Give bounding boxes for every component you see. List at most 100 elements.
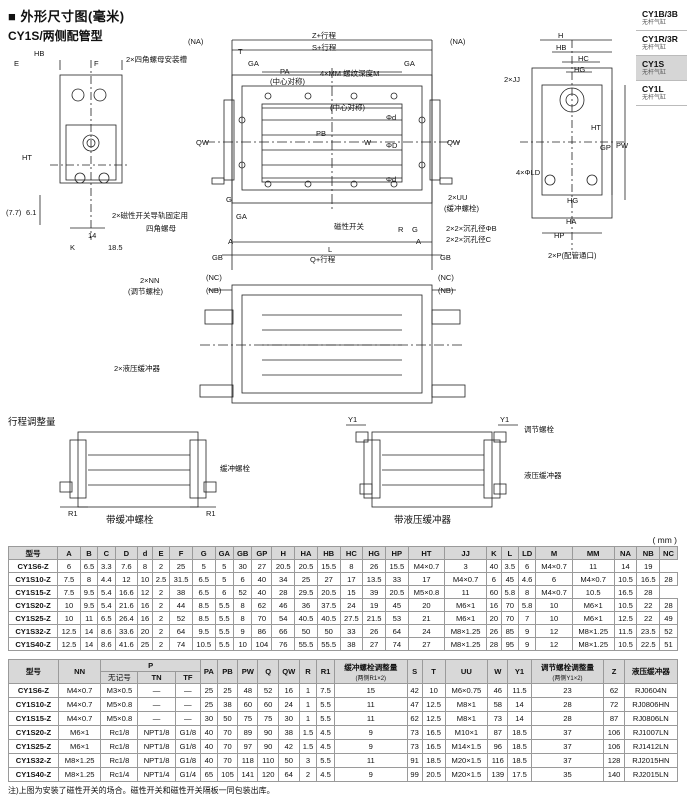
table-cell: 2 xyxy=(151,624,171,638)
table-cell: 40 xyxy=(486,559,502,573)
table-cell: 42 xyxy=(277,739,300,754)
label-uu: 2×UU xyxy=(448,193,467,202)
table-cell: 20.5 xyxy=(316,585,341,599)
table-cell: M8×1.25 xyxy=(57,753,102,768)
table-cell: 31.5 xyxy=(169,572,193,586)
table-cell: 5.5 xyxy=(214,624,234,638)
table-cell: 89 xyxy=(237,725,259,740)
table-cell: 7 xyxy=(517,611,537,625)
table-cell: 4.4 xyxy=(97,572,116,586)
table-cell: 50 xyxy=(316,624,341,638)
th-y1: Y1 xyxy=(507,659,532,684)
th-shock-absorber: 液压缓冲器 xyxy=(623,659,679,684)
table-cell: 26 xyxy=(362,559,386,573)
model-cell: CY1S40-Z xyxy=(8,767,59,782)
table-cell: 105 xyxy=(216,767,239,782)
table-cell: 7.5 xyxy=(57,585,81,599)
table-cell: 10 xyxy=(57,598,81,612)
table-cell: 5.5 xyxy=(316,711,335,726)
table-cell: 42 xyxy=(406,683,423,698)
label-adj-bolt: (调节螺栓) xyxy=(128,286,163,296)
table-cell: 6.5 xyxy=(191,572,216,586)
table-cell: 28 xyxy=(636,585,661,599)
table-cell: 27 xyxy=(407,637,446,651)
dimension-drawing: HB E F HT (7.7) 6.1 14 K 18.5 (NA) (NA) … xyxy=(6,30,629,526)
label-q-stroke: Q+行程 xyxy=(310,254,336,264)
th-nn: NN xyxy=(57,659,102,684)
label-adj-bolt2: 调节螺栓 xyxy=(524,424,554,434)
table-cell: 20.5 xyxy=(294,559,318,573)
table-cell: 87 xyxy=(487,725,509,740)
table-cell: NPT1/8 xyxy=(137,753,176,768)
table-cell: — xyxy=(174,697,201,712)
model-cell: CY1S10-Z xyxy=(8,697,59,712)
table-cell: M8×1 xyxy=(444,697,489,712)
table-cell: 104 xyxy=(251,637,273,651)
table-cell: 8 xyxy=(137,559,153,573)
th-adj: 调节螺栓调整量 (两侧Y1×2) xyxy=(530,659,605,684)
table-cell: 10.5 xyxy=(571,585,615,599)
table-cell: — xyxy=(174,711,201,726)
table-cell: 106 xyxy=(603,725,625,740)
table-cell: M4×0.7 xyxy=(57,711,102,726)
table-cell: 5 xyxy=(191,559,216,573)
nav-desc: 无杆气缸 xyxy=(642,95,667,102)
table-cell: 70 xyxy=(500,598,519,612)
table-cell: 60 xyxy=(257,697,279,712)
table-cell: 74 xyxy=(169,637,193,651)
label-hg: HG xyxy=(574,65,585,74)
table-cell: 28 xyxy=(530,711,605,726)
table-cell: 12 xyxy=(535,624,573,638)
label-shock-abs2: 液压缓冲器 xyxy=(524,470,562,480)
label-pb: PB xyxy=(316,129,326,138)
table-cell: 27.5 xyxy=(339,611,364,625)
end-view-left xyxy=(39,60,130,240)
label-na-left: (NA) xyxy=(188,37,204,46)
table-header-cell: G xyxy=(191,546,216,560)
table-cell: 17 xyxy=(407,572,446,586)
table-cell: 4.6 xyxy=(517,572,537,586)
label-t: T xyxy=(238,47,243,56)
table-cell: 70 xyxy=(216,739,239,754)
table-header-cell: JJ xyxy=(444,546,488,560)
table-cell: 20 xyxy=(486,611,502,625)
th-adj-label: 调节螺栓调整量 xyxy=(540,662,595,672)
nav-desc: 无杆气缸 xyxy=(642,20,667,27)
th-q: Q xyxy=(257,659,279,684)
table-cell: 38 xyxy=(216,697,239,712)
table-cell: 26 xyxy=(362,624,386,638)
table-cell: 51 xyxy=(659,637,678,651)
table-cell: 96 xyxy=(487,739,509,754)
table-cell: 62 xyxy=(406,711,423,726)
nav-desc: 无杆气缸 xyxy=(642,45,667,52)
table-cell: 25 xyxy=(169,559,193,573)
model-cell: CY1S25-Z xyxy=(8,739,59,754)
table-cell: 38 xyxy=(277,725,300,740)
table-cell: 21.6 xyxy=(114,598,139,612)
label-switch: 磁性开关 xyxy=(334,221,364,231)
label-stroke-adj: 行程调整量 xyxy=(8,416,56,428)
table-cell: 118 xyxy=(237,753,259,768)
table-cell: 16.5 xyxy=(421,739,446,754)
table-cell: 10.5 xyxy=(613,572,638,586)
table-cell: 1.5 xyxy=(298,739,318,754)
label-cb-hole: 2×2×沉孔径ΦB xyxy=(446,223,497,233)
table-cell: 5.5 xyxy=(316,753,335,768)
table-cell: 1 xyxy=(298,697,318,712)
table-cell: 8.5 xyxy=(191,598,216,612)
label-185: 18.5 xyxy=(108,243,123,252)
table-cell: 141 xyxy=(237,767,259,782)
table-cell: 28 xyxy=(659,598,678,612)
label-ha: HA xyxy=(566,217,576,226)
table-cell: 17.5 xyxy=(507,767,532,782)
table-header-cell: HA xyxy=(294,546,318,560)
th-adj-sub: (两侧Y1×2) xyxy=(552,675,583,682)
label-a: A xyxy=(228,237,233,246)
table-cell: M8×1.25 xyxy=(444,624,488,638)
